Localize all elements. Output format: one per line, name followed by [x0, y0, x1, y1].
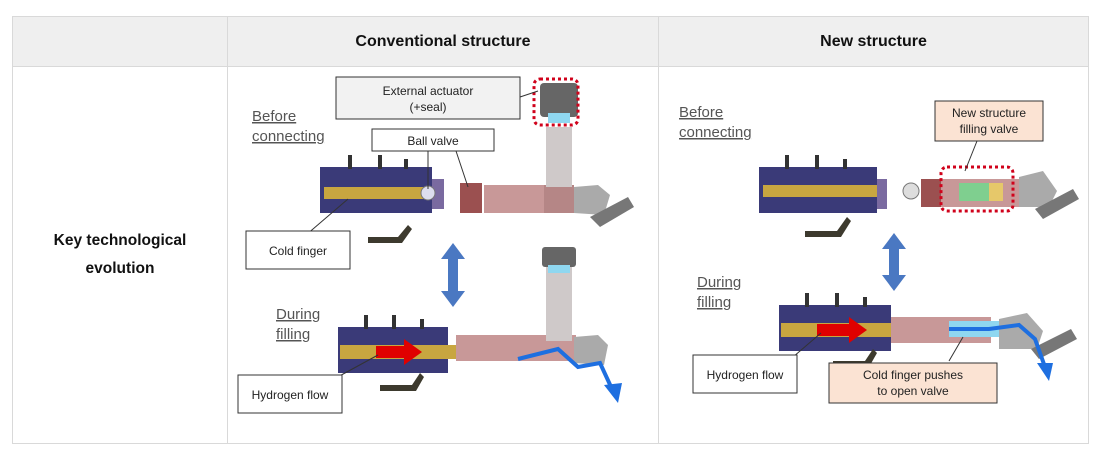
- header-new-label: New structure: [820, 32, 927, 50]
- new-connecting-label: connecting: [679, 124, 752, 141]
- new-before-label: Before: [679, 104, 723, 121]
- conv-callout-hydrogen-flow: Hydrogen flow: [237, 354, 379, 414]
- new-flow-arrowhead: [1037, 363, 1053, 381]
- conv-hydrogen-arrow: [376, 339, 422, 365]
- conv-receptacle-top: [460, 83, 634, 227]
- new-valve-highlight: [939, 165, 1015, 213]
- new-callout-push-valve: Cold finger pushes to open valve: [828, 336, 998, 404]
- header-conventional: Conventional structure: [228, 17, 659, 66]
- conv-ball-valve-text: Ball valve: [407, 134, 459, 148]
- row-label-cell: Key technological evolution: [13, 66, 228, 443]
- conventional-diagram: Before connecting During filling: [237, 76, 634, 414]
- new-nozzle-top: [759, 155, 887, 237]
- conv-hydrogen-flow-text: Hydrogen flow: [252, 388, 329, 402]
- header-empty-cell: [13, 17, 228, 66]
- conv-callout-cold-finger: Cold finger: [245, 198, 351, 270]
- conv-actuator-line1: External actuator: [383, 84, 474, 98]
- conventional-cell: Before connecting During filling: [228, 66, 659, 443]
- new-hydrogen-flow-text: Hydrogen flow: [707, 368, 784, 382]
- conv-connecting-label: connecting: [252, 128, 325, 145]
- conv-callout-ball-valve: Ball valve: [371, 128, 495, 189]
- new-valve-line2: filling valve: [960, 122, 1019, 136]
- conv-switch-arrow: [441, 243, 465, 307]
- conv-during-label: During: [276, 306, 320, 323]
- new-flow-arrow: [949, 322, 1047, 368]
- new-callout-hydrogen-flow: Hydrogen flow: [692, 332, 822, 394]
- comparison-table: Conventional structure New structure Key…: [12, 16, 1089, 444]
- conv-flow-arrow: [517, 346, 614, 390]
- row-label: Key technological evolution: [53, 232, 187, 277]
- conv-filling-label: filling: [276, 326, 310, 343]
- new-push-line1: Cold finger pushes: [863, 368, 963, 382]
- conv-receptacle-bottom: [456, 247, 608, 365]
- new-structure-diagram: Before connecting During filling: [679, 100, 1079, 404]
- new-hydrogen-arrow: [817, 317, 867, 343]
- conv-flow-arrowhead: [604, 383, 622, 403]
- new-filling-label: filling: [697, 294, 731, 311]
- new-cell: Before connecting During filling: [659, 66, 1088, 443]
- conv-cold-finger-text: Cold finger: [269, 244, 327, 258]
- new-callout-filling-valve: New structure filling valve: [934, 100, 1044, 172]
- conv-nozzle-top: [320, 155, 444, 243]
- conv-callout-actuator: External actuator (+seal): [335, 76, 539, 120]
- new-receptacle-top: [902, 171, 1079, 219]
- new-switch-arrow: [882, 233, 906, 291]
- conv-actuator-line2: (+seal): [409, 100, 446, 114]
- header-new: New structure: [659, 17, 1088, 66]
- new-valve-line1: New structure: [952, 106, 1026, 120]
- header-conventional-label: Conventional structure: [355, 32, 531, 50]
- new-during-label: During: [697, 274, 741, 291]
- new-push-line2: to open valve: [877, 384, 949, 398]
- new-receptacle-bottom: [891, 313, 1077, 359]
- conv-before-label: Before: [252, 108, 296, 125]
